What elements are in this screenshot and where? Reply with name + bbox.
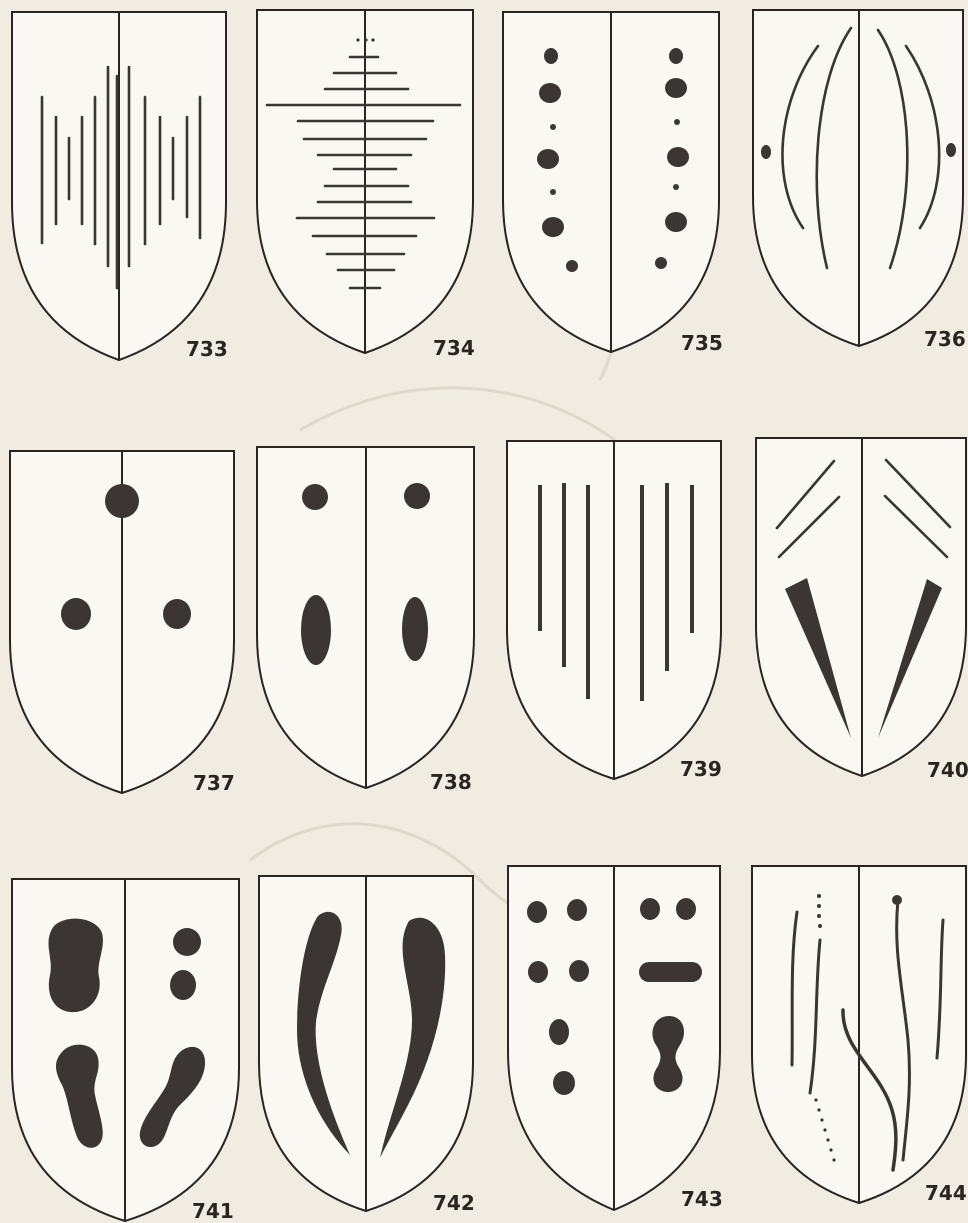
shield-number: 740 — [927, 758, 968, 782]
shield-744: 744 — [752, 866, 967, 1205]
shield-number: 741 — [192, 1199, 234, 1223]
shield-743: 743 — [508, 866, 723, 1211]
shield-735: 735 — [503, 12, 723, 355]
shield-number: 739 — [680, 757, 722, 781]
shield-number: 733 — [186, 337, 228, 361]
shield-739: 739 — [507, 441, 722, 781]
shield-number: 742 — [433, 1191, 475, 1215]
shield-742: 742 — [259, 876, 475, 1215]
shield-number: 734 — [433, 336, 475, 360]
shield-738: 738 — [257, 447, 474, 794]
shield-741: 741 — [12, 879, 239, 1223]
shield-number: 738 — [430, 770, 472, 794]
shield-734: 734 — [257, 10, 475, 360]
shield-number: 743 — [681, 1187, 723, 1211]
shield-733: 733 — [12, 12, 228, 361]
shield-number: 735 — [681, 331, 723, 355]
shield-number: 744 — [925, 1181, 967, 1205]
shield-737: 737 — [10, 451, 235, 795]
shield-number: 736 — [924, 327, 966, 351]
shield-740: 740 — [756, 438, 968, 782]
shield-736: 736 — [753, 10, 966, 351]
shield-number: 737 — [193, 771, 235, 795]
